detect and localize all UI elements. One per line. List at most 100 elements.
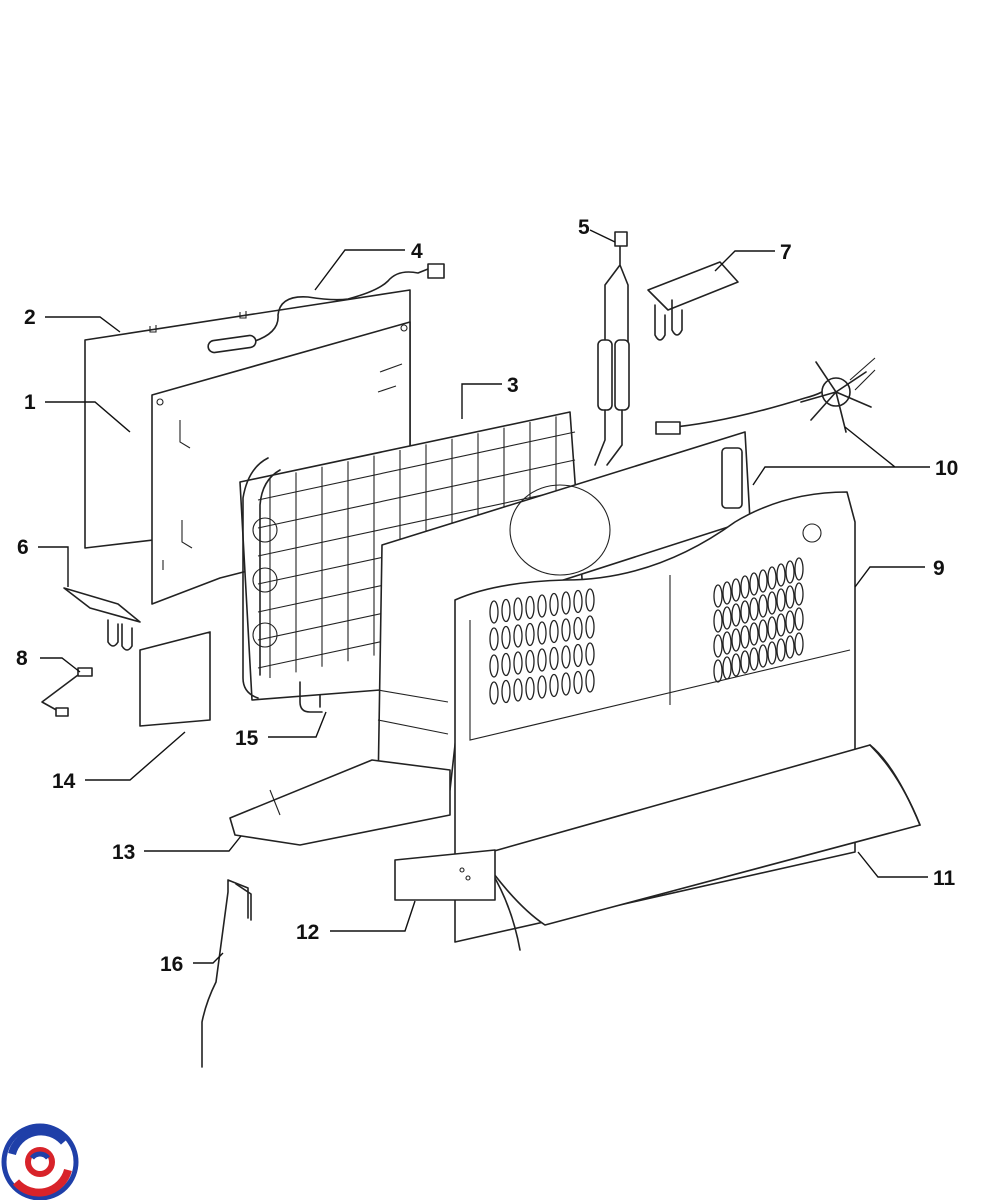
callout-11: 11: [933, 867, 956, 890]
callout-labels: 1 2 3 4 5 6 7 8 9 10 11 12 13 14 15 16: [16, 216, 958, 976]
vent-slot: [585, 615, 595, 639]
vent-slot: [722, 656, 732, 680]
callout-1: 1: [24, 391, 36, 414]
vent-slot: [585, 642, 595, 666]
vent-slot: [573, 670, 583, 695]
vent-slot: [549, 646, 559, 671]
vent-slot: [776, 588, 786, 612]
vent-slot: [740, 575, 750, 599]
vent-slot: [513, 651, 523, 675]
vent-slot: [776, 613, 786, 637]
vent-slot: [537, 648, 547, 672]
part-16-wire-rod: [201, 879, 252, 1068]
vent-slot: [549, 592, 559, 617]
vent-slot: [585, 669, 595, 693]
vent-slot: [713, 659, 723, 683]
evaporator-tube: [257, 459, 576, 529]
vent-slot: [767, 566, 777, 590]
vent-slot: [785, 585, 795, 609]
vent-slot: [713, 609, 723, 633]
vent-slot: [549, 619, 559, 644]
vent-slot: [573, 589, 583, 614]
callout-10: 10: [935, 457, 958, 480]
vent-slot: [740, 625, 750, 649]
vent-slot: [785, 560, 795, 584]
vent-slot: [731, 628, 741, 652]
vent-slot: [513, 678, 523, 702]
vent-slot: [731, 578, 741, 602]
callout-16: 16: [160, 953, 183, 976]
vent-slot: [525, 595, 535, 620]
callout-15: 15: [235, 727, 259, 750]
callout-9: 9: [933, 557, 945, 580]
vent-slot: [585, 588, 595, 612]
vent-slot: [537, 594, 547, 618]
vent-slot: [749, 647, 759, 671]
evaporator-tube: [257, 431, 576, 501]
vent-slot: [767, 616, 777, 640]
vent-slot: [489, 600, 499, 624]
vent-slot: [501, 598, 511, 623]
vent-slot: [758, 594, 768, 618]
vent-slot: [537, 675, 547, 699]
vent-slot: [713, 584, 723, 608]
leader-lines: [38, 229, 930, 964]
vent-slot: [758, 619, 768, 643]
vent-slot: [573, 616, 583, 641]
callout-7: 7: [780, 241, 792, 264]
vent-slot: [713, 634, 723, 658]
vent-slot: [501, 679, 511, 704]
part-8-thermal-fuse: [41, 667, 93, 717]
vent-slot: [722, 581, 732, 605]
callout-14: 14: [52, 770, 76, 793]
vent-slot: [489, 654, 499, 678]
part-5-defrost-heater: [594, 231, 630, 466]
vent-slot: [794, 607, 804, 631]
vent-slot: [549, 673, 559, 698]
vent-slot: [513, 597, 523, 621]
vent-slot: [525, 622, 535, 647]
vent-slot: [749, 622, 759, 646]
part-13-drain-tray: [229, 759, 451, 846]
vent-slot: [767, 591, 777, 615]
vent-slot: [794, 632, 804, 656]
vent-slot: [525, 676, 535, 701]
vent-slot: [561, 645, 571, 669]
vent-slot: [740, 600, 750, 624]
callout-12: 12: [296, 921, 319, 944]
vent-slot: [749, 597, 759, 621]
part-4-temperature-sensor: [207, 263, 445, 354]
part-12-bottom-bracket: [394, 849, 496, 901]
vent-slot: [776, 638, 786, 662]
vent-slot: [758, 569, 768, 593]
vent-slot: [501, 625, 511, 650]
vent-slot: [722, 631, 732, 655]
vent-slot: [489, 627, 499, 651]
vent-slot: [749, 572, 759, 596]
callout-2: 2: [24, 306, 36, 329]
part-10-fan-assembly: [655, 357, 876, 435]
part-14-lower-insulation: [139, 631, 211, 727]
vent-slot: [776, 563, 786, 587]
vent-slot: [573, 643, 583, 668]
part-15-clip: [299, 681, 323, 713]
vent-slot: [525, 649, 535, 674]
vent-slot: [731, 653, 741, 677]
callout-13: 13: [112, 841, 135, 864]
callout-6: 6: [17, 536, 29, 559]
callout-8: 8: [16, 647, 28, 670]
vent-slot: [785, 635, 795, 659]
vent-slot: [561, 591, 571, 615]
callout-3: 3: [507, 374, 519, 397]
vent-slot: [537, 621, 547, 645]
vent-slot: [785, 610, 795, 634]
vent-slot: [740, 650, 750, 674]
vent-slot: [501, 652, 511, 677]
part-6-holder: [63, 587, 141, 651]
callout-4: 4: [411, 240, 423, 263]
vent-slot: [561, 618, 571, 642]
vent-slot: [758, 644, 768, 668]
brand-logo: [1, 1123, 79, 1200]
part-11-duct-cover: [479, 744, 921, 951]
